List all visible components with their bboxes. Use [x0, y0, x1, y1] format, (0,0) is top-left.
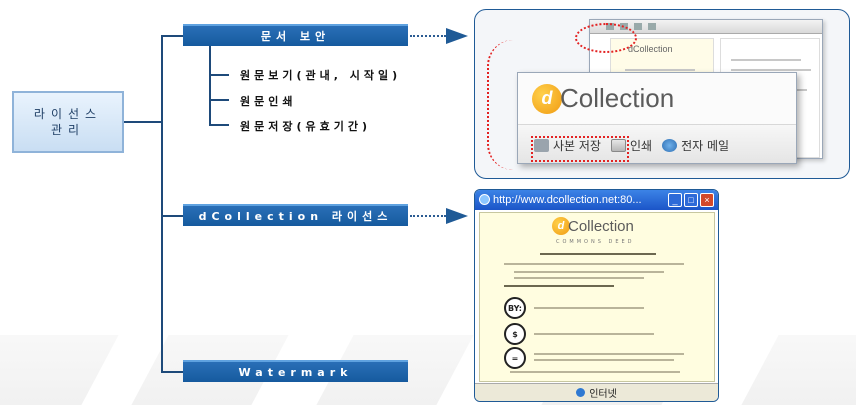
- tagline: COMMONS DEED: [556, 239, 635, 245]
- connector: [209, 46, 211, 126]
- connector: [161, 371, 183, 373]
- branch-watermark: Watermark: [183, 360, 408, 382]
- arrow-icon: [446, 208, 468, 224]
- window-title: http://www.dcollection.net:80...: [493, 194, 642, 206]
- mail-icon: [662, 138, 678, 152]
- root-node: 라이선스 관리: [12, 91, 124, 153]
- logo-text: Collection: [568, 217, 634, 235]
- connector: [124, 121, 162, 123]
- connector: [161, 35, 183, 37]
- branch-label: 문서 보안: [260, 30, 331, 43]
- logo-text: Collection: [560, 83, 675, 113]
- branch-doc-security: 문서 보안: [183, 24, 408, 46]
- dcollection-logo-icon: d: [552, 217, 570, 235]
- doc-security-preview: dCollection d Collection 사본 저장 인쇄 전자 메일: [474, 9, 850, 179]
- noncommercial-icon: $: [504, 323, 526, 345]
- connector: [209, 99, 229, 101]
- arrow-icon: [446, 28, 468, 44]
- email-label: 전자 메일: [681, 138, 730, 153]
- root-label-line2: 관리: [50, 123, 86, 137]
- highlight-box: [531, 136, 629, 162]
- disk-icon: [534, 138, 549, 152]
- printer-icon: [610, 138, 626, 152]
- window-titlebar: http://www.dcollection.net:80... _ □ ×: [475, 190, 718, 210]
- dotted-connector: [410, 215, 446, 217]
- item-save-original: 원문저장(유효기간): [240, 120, 372, 133]
- branch-label: Watermark: [238, 365, 353, 379]
- branch-dcollection-license: dCollection 라이선스: [183, 204, 408, 226]
- attribution-icon: BY:: [504, 297, 526, 319]
- save-copy-label: 사본 저장: [553, 138, 601, 153]
- connector: [161, 215, 183, 217]
- background-decoration: [0, 335, 119, 405]
- branch-label: dCollection 라이선스: [198, 210, 393, 223]
- license-page: d Collection COMMONS DEED BY: $ =: [479, 212, 715, 382]
- highlight-curve: [487, 40, 513, 170]
- close-button[interactable]: ×: [700, 193, 714, 207]
- status-text: 인터넷: [589, 389, 617, 400]
- item-view-original: 원문보기(관내, 시작일): [240, 69, 402, 82]
- globe-icon: [576, 388, 586, 397]
- connector: [209, 124, 229, 126]
- license-preview: http://www.dcollection.net:80... _ □ × d…: [474, 189, 719, 402]
- highlight-ellipse: [575, 23, 637, 53]
- viewer-zoom: d Collection 사본 저장 인쇄 전자 메일: [517, 72, 797, 164]
- background-decoration: [741, 335, 856, 405]
- small-logo: dCollection: [628, 44, 673, 54]
- dotted-connector: [410, 35, 446, 37]
- status-bar: 인터넷: [475, 383, 718, 401]
- connector: [161, 35, 163, 373]
- print-label: 인쇄: [629, 138, 653, 153]
- item-print-original: 원문인쇄: [240, 95, 297, 108]
- email-button[interactable]: 전자 메일: [662, 137, 729, 154]
- maximize-button[interactable]: □: [684, 193, 698, 207]
- minimize-button[interactable]: _: [668, 193, 682, 207]
- dcollection-logo-icon: d: [532, 83, 562, 114]
- save-copy-button[interactable]: 사본 저장: [534, 137, 601, 154]
- noderivs-icon: =: [504, 347, 526, 369]
- print-button[interactable]: 인쇄: [610, 137, 653, 154]
- connector: [209, 74, 229, 76]
- browser-icon: [479, 194, 490, 205]
- root-label-line1: 라이선스: [33, 107, 103, 121]
